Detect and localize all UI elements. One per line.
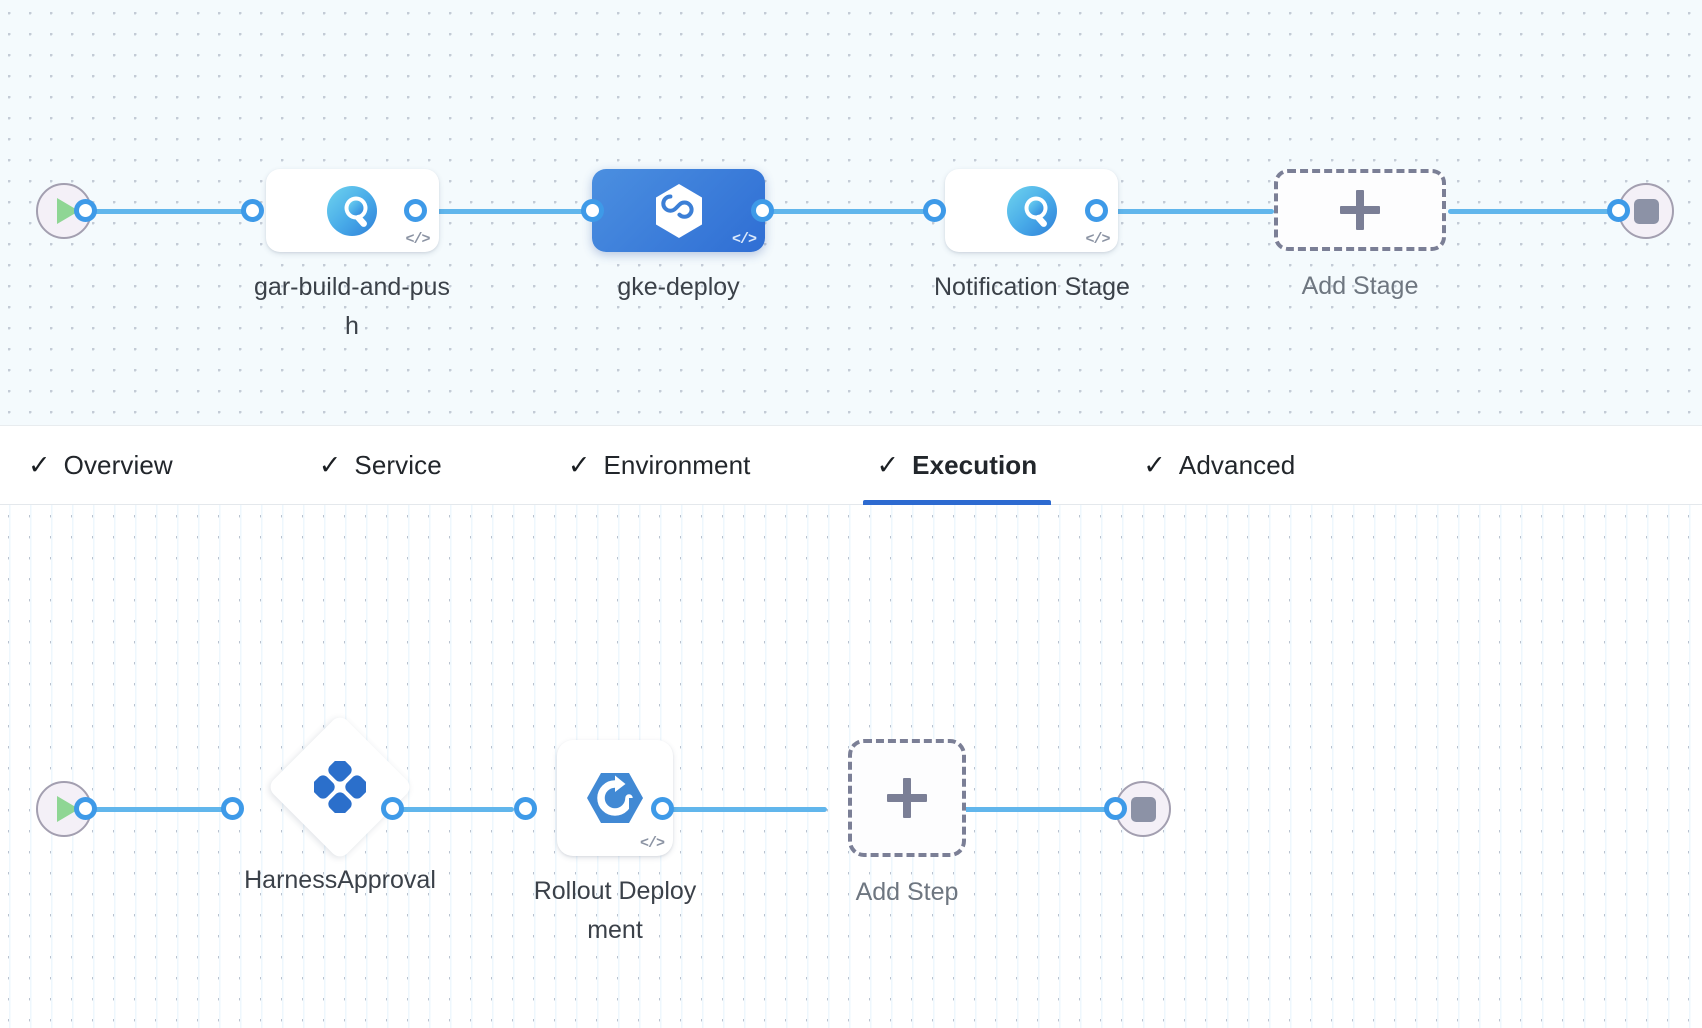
code-badge: </>: [731, 231, 757, 248]
tab-service[interactable]: ✓ Service: [291, 425, 470, 505]
plus-icon: [887, 778, 927, 818]
stage-label: gar-build-and-push: [254, 273, 450, 340]
tab-overview[interactable]: ✓ Overview: [0, 425, 201, 505]
link-approval-to-rollout: [392, 807, 514, 812]
add-step-button[interactable]: [848, 739, 966, 857]
add-stage-node[interactable]: Add Stage: [1274, 169, 1446, 306]
add-stage-label: Add Stage: [1301, 272, 1419, 300]
check-icon: ✓: [876, 449, 900, 480]
tab-label: Advanced: [1178, 449, 1296, 480]
add-step-label: Add Step: [855, 878, 959, 906]
stage-label: Notification Stage: [934, 273, 1130, 301]
tab-label: Execution: [912, 449, 1038, 480]
port-approval-in[interactable]: [221, 797, 244, 820]
plus-icon: [1340, 190, 1380, 230]
code-badge: </>: [639, 835, 665, 852]
step-node-rollout-deployment[interactable]: </> Rollout Deployment: [525, 740, 705, 950]
stage-node-gar-build-and-push[interactable]: </> gar-build-and-push: [252, 169, 452, 346]
tab-label: Overview: [63, 449, 173, 480]
stages-canvas[interactable]: </> gar-build-and-push </> gke-deploy: [0, 0, 1702, 425]
play-icon: [56, 796, 79, 822]
port-gar-in[interactable]: [241, 199, 264, 222]
tab-environment[interactable]: ✓ Environment: [540, 425, 779, 505]
port-exec-start-out[interactable]: [74, 797, 97, 820]
step-label: Rollout Deployment: [533, 877, 697, 944]
rollout-deployment-icon: [587, 773, 643, 823]
gar-build-icon: [327, 185, 377, 236]
step-card[interactable]: </>: [557, 740, 673, 856]
link-addstep-to-end: [950, 807, 1115, 812]
tab-advanced[interactable]: ✓ Advanced: [1115, 425, 1323, 505]
port-gar-out[interactable]: [404, 199, 427, 222]
stop-icon: [1130, 796, 1156, 822]
port-notification-out[interactable]: [1085, 199, 1108, 222]
check-icon: ✓: [28, 449, 51, 480]
stage-card[interactable]: </>: [945, 169, 1119, 252]
harness-deploy-hexagon-icon: [655, 183, 702, 238]
port-approval-out[interactable]: [381, 797, 404, 820]
code-badge: </>: [405, 231, 430, 248]
stage-card[interactable]: </>: [592, 169, 765, 252]
tab-label: Service: [354, 449, 442, 480]
port-exec-end-in[interactable]: [1104, 797, 1127, 820]
port-gke-in[interactable]: [581, 199, 604, 222]
tab-label: Environment: [603, 449, 751, 480]
port-notification-in[interactable]: [923, 199, 946, 222]
port-rollout-out[interactable]: [651, 797, 674, 820]
port-start-out[interactable]: [74, 199, 97, 222]
stop-icon: [1633, 198, 1659, 224]
link-start-to-approval: [85, 807, 230, 812]
link-addstage-to-end: [1448, 209, 1618, 214]
link-notification-to-addstage: [1096, 209, 1274, 214]
link-rollout-to-addstep: [662, 807, 827, 812]
link-start-to-gar: [85, 209, 250, 214]
tab-execution[interactable]: ✓ Execution: [849, 425, 1066, 505]
step-label: HarnessApproval: [244, 866, 436, 894]
port-rollout-in[interactable]: [514, 797, 537, 820]
execution-steps-canvas[interactable]: HarnessApproval </> Rollout Deployment: [0, 505, 1702, 1028]
stage-node-gke-deploy[interactable]: </> gke-deploy: [592, 169, 765, 307]
code-badge: </>: [1085, 231, 1110, 248]
check-icon: ✓: [318, 449, 342, 480]
add-step-node[interactable]: Add Step: [827, 739, 987, 912]
link-gke-to-notification: [762, 209, 932, 214]
step-node-harness-approval[interactable]: HarnessApproval: [235, 713, 445, 900]
harness-approval-icon: [314, 761, 366, 813]
link-gar-to-gke: [415, 209, 590, 214]
stage-config-tabs[interactable]: ✓ Overview ✓ Service ✓ Environment ✓ Exe…: [0, 425, 1702, 505]
approval-diamond[interactable]: [266, 713, 414, 861]
check-icon: ✓: [567, 449, 591, 480]
port-end-in[interactable]: [1607, 199, 1630, 222]
gar-build-icon: [1006, 185, 1057, 236]
add-stage-button[interactable]: [1274, 169, 1446, 251]
stage-label: gke-deploy: [617, 273, 740, 301]
port-gke-out[interactable]: [751, 199, 774, 222]
check-icon: ✓: [1143, 449, 1166, 480]
stage-node-notification-stage[interactable]: </> Notification Stage: [934, 169, 1130, 307]
play-icon: [56, 198, 79, 224]
